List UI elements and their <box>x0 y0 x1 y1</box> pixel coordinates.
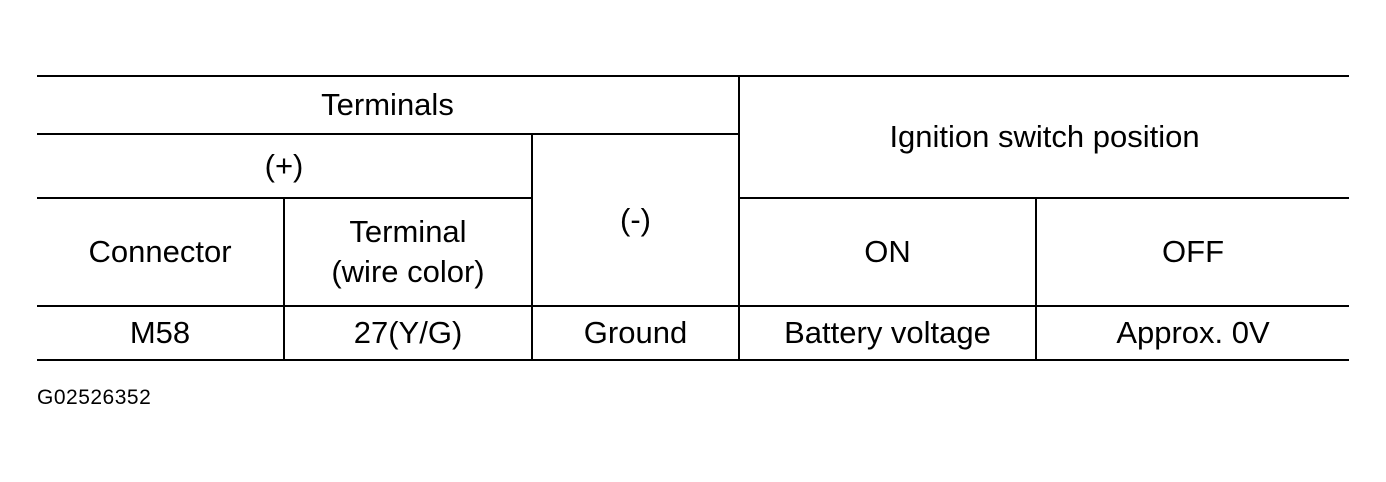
cell-off-value: Approx. 0V <box>1035 305 1350 361</box>
header-ignition-switch-position: Ignition switch position <box>738 75 1350 199</box>
table-row: M58 27(Y/G) Ground Battery voltage Appro… <box>37 305 1350 361</box>
header-terminal-wire-color: Terminal (wire color) <box>283 197 533 307</box>
cell-on-value: Battery voltage <box>738 305 1038 361</box>
header-row-terminals: Terminals Ignition switch position <box>37 75 1350 199</box>
figure-code: G02526352 <box>37 386 152 409</box>
cell-connector: M58 <box>37 305 285 361</box>
header-terminals: Terminals <box>37 75 741 135</box>
header-connector: Connector <box>37 197 285 307</box>
header-terminal-line2: (wire color) <box>331 254 485 289</box>
header-terminal-line1: Terminal <box>349 214 467 249</box>
cell-negative: Ground <box>530 305 741 361</box>
header-off: OFF <box>1035 197 1350 307</box>
header-negative: (-) <box>530 133 740 307</box>
header-row-polarity: (+) (-) <box>37 133 1349 307</box>
terminal-inspection-table: Terminals Ignition switch position (+) (… <box>37 75 1350 361</box>
header-on: ON <box>738 197 1038 307</box>
cell-terminal: 27(Y/G) <box>283 305 533 361</box>
header-positive: (+) <box>37 133 533 199</box>
header-row-details: Connector Terminal (wire color) ON OFF <box>37 197 1350 307</box>
